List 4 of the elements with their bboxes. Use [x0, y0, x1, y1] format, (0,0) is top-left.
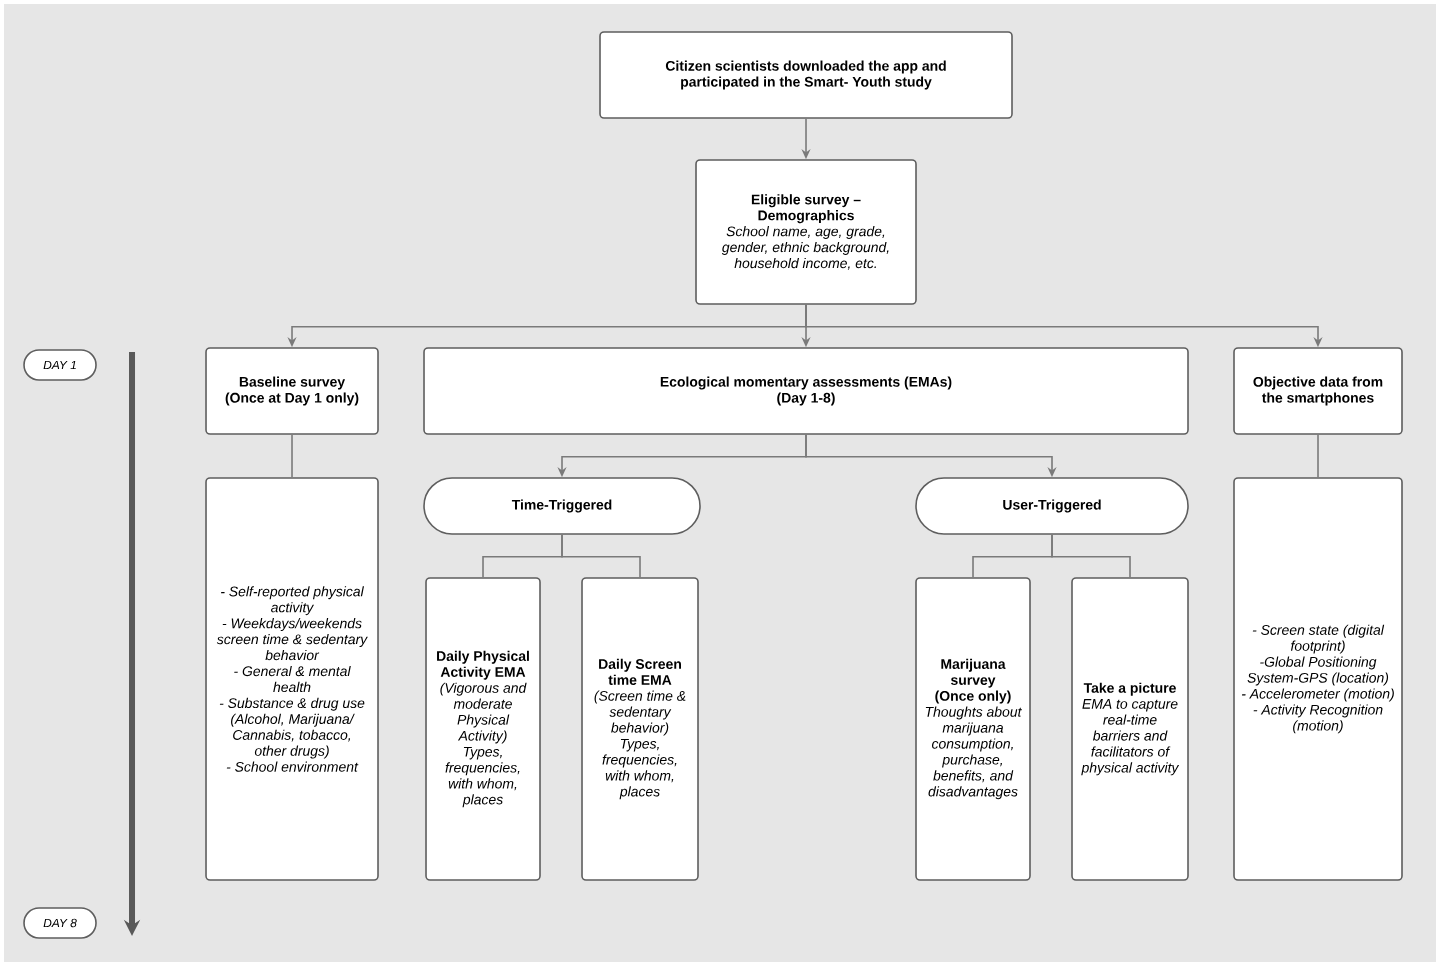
connector-line: [1051, 534, 1131, 578]
connector-line: [291, 434, 293, 478]
connector-line: [561, 534, 641, 578]
connector-line: [1317, 434, 1319, 478]
